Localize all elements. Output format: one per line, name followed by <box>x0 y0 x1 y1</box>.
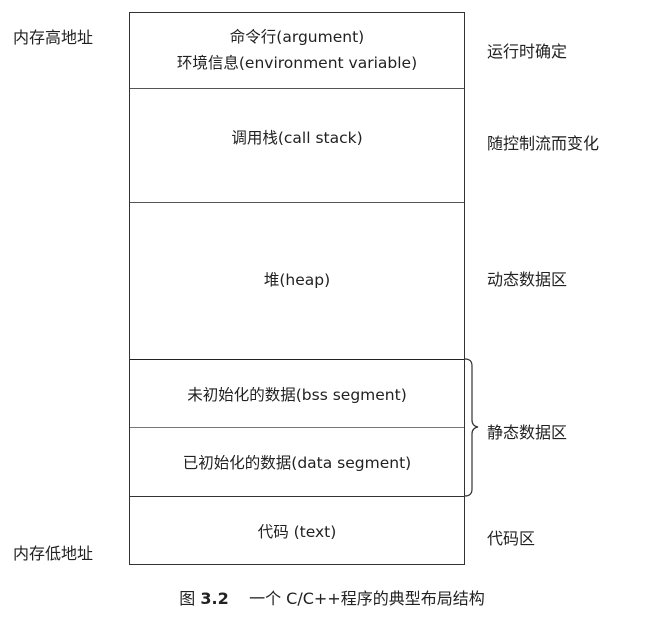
segment-line: 未初始化的数据(bss segment) <box>187 386 407 404</box>
segment-line: 命令行(argument) <box>229 28 365 46</box>
left-label-low-address: 内存低地址 <box>13 544 94 563</box>
memory-layout-box: 命令行(argument) 环境信息(environment variable)… <box>129 12 465 565</box>
right-label-control-flow: 随控制流而变化 <box>487 134 600 153</box>
caption-number: 3.2 <box>200 589 229 608</box>
right-label-static-data: 静态数据区 <box>487 423 568 442</box>
segment-text: 代码 (text) <box>130 497 464 565</box>
brace-icon <box>464 358 479 497</box>
segment-data: 已初始化的数据(data segment) <box>130 428 464 497</box>
figure-caption: 图 3.2 一个 C/C++程序的典型布局结构 <box>0 585 664 609</box>
segment-heap: 堆(heap) <box>130 203 464 360</box>
segment-bss: 未初始化的数据(bss segment) <box>130 360 464 428</box>
segment-command-line-env: 命令行(argument) 环境信息(environment variable) <box>130 13 464 89</box>
segment-line: 环境信息(environment variable) <box>176 54 418 72</box>
segment-line: 堆(heap) <box>263 271 331 289</box>
right-label-code: 代码区 <box>487 529 536 548</box>
segment-line: 调用栈(call stack) <box>231 129 363 147</box>
caption-prefix: 图 <box>179 589 196 608</box>
left-label-high-address: 内存高地址 <box>13 28 94 47</box>
right-label-runtime: 运行时确定 <box>487 42 568 61</box>
right-label-dynamic-data: 动态数据区 <box>487 270 568 289</box>
segment-line: 已初始化的数据(data segment) <box>182 454 412 472</box>
caption-text: 一个 C/C++程序的典型布局结构 <box>249 589 485 608</box>
segment-call-stack: 调用栈(call stack) <box>130 89 464 203</box>
segment-line: 代码 (text) <box>257 523 337 541</box>
